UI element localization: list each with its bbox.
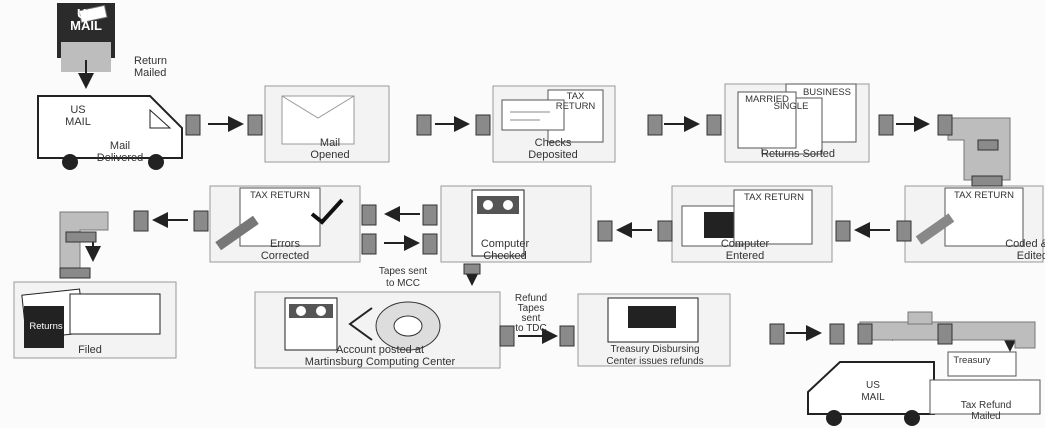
filing-folder-icon <box>21 288 161 348</box>
coded-edited-label: Coded & Edited <box>1005 238 1045 262</box>
checks-doc-title: TAX RETURN <box>555 91 596 112</box>
returns-sorted-label: Returns Sorted <box>761 148 835 160</box>
truck-us-mail-text: US MAIL <box>65 104 91 128</box>
filed-label: Filed <box>78 344 102 356</box>
tax-refund-mailed-label: Tax Refund Mailed <box>960 400 1012 422</box>
returns-tag-single: SINGLE <box>773 101 809 112</box>
account-posted-label: Account posted at Martinsburg Computing … <box>304 344 456 368</box>
pipe-couplings <box>59 114 1003 347</box>
computer-checked-label: Computer Checked <box>480 238 530 262</box>
treasury-label: Treasury Disbursing Center issues refund… <box>606 344 704 367</box>
refund-check-text: Treasury <box>953 355 991 366</box>
computer-entered-label: Computer Entered <box>720 238 770 262</box>
errors-doc-title: TAX RETURN <box>250 190 310 201</box>
pencil-document-icon <box>915 187 1024 247</box>
envelope-icon <box>281 95 355 145</box>
return-mailed-label: Return Mailed <box>134 55 168 79</box>
filed-folder-tab: Returns <box>29 321 63 332</box>
computer-tape-icon <box>471 189 525 257</box>
correction-pencil-icon <box>215 187 344 251</box>
computer-terminal-icon <box>681 189 813 247</box>
refund-truck-icon <box>807 361 935 426</box>
coded-doc-title: TAX RETURN <box>954 190 1014 201</box>
refund-truck-us-mail: US MAIL <box>861 380 885 403</box>
mail-delivered-truck-icon <box>37 95 183 170</box>
mail-delivered-label: Mail Delivered <box>96 140 144 164</box>
printer-icon <box>607 297 699 343</box>
us-mailbox-icon <box>57 3 115 89</box>
entered-doc-title: TAX RETURN <box>744 192 804 203</box>
check-document-icon <box>501 89 604 143</box>
sorted-returns-icon <box>737 83 857 155</box>
refund-tapes-note: Refund Tapes sent to TDC <box>514 293 548 334</box>
computer-disk-stack-icon <box>284 297 441 351</box>
returns-tag-married: MARRIED <box>745 94 789 105</box>
errors-corrected-label: Errors Corrected <box>260 238 310 262</box>
returns-tag-business: BUSINESS <box>802 87 852 98</box>
checks-deposited-label: Checks Deposited <box>528 137 578 161</box>
mail-opened-label: Mail Opened <box>310 137 350 161</box>
tapes-to-mcc-note: Tapes sent to MCC <box>378 266 428 289</box>
mailbox-us-mail-text: US MAIL <box>70 6 102 33</box>
refund-check-icon <box>929 351 1041 415</box>
